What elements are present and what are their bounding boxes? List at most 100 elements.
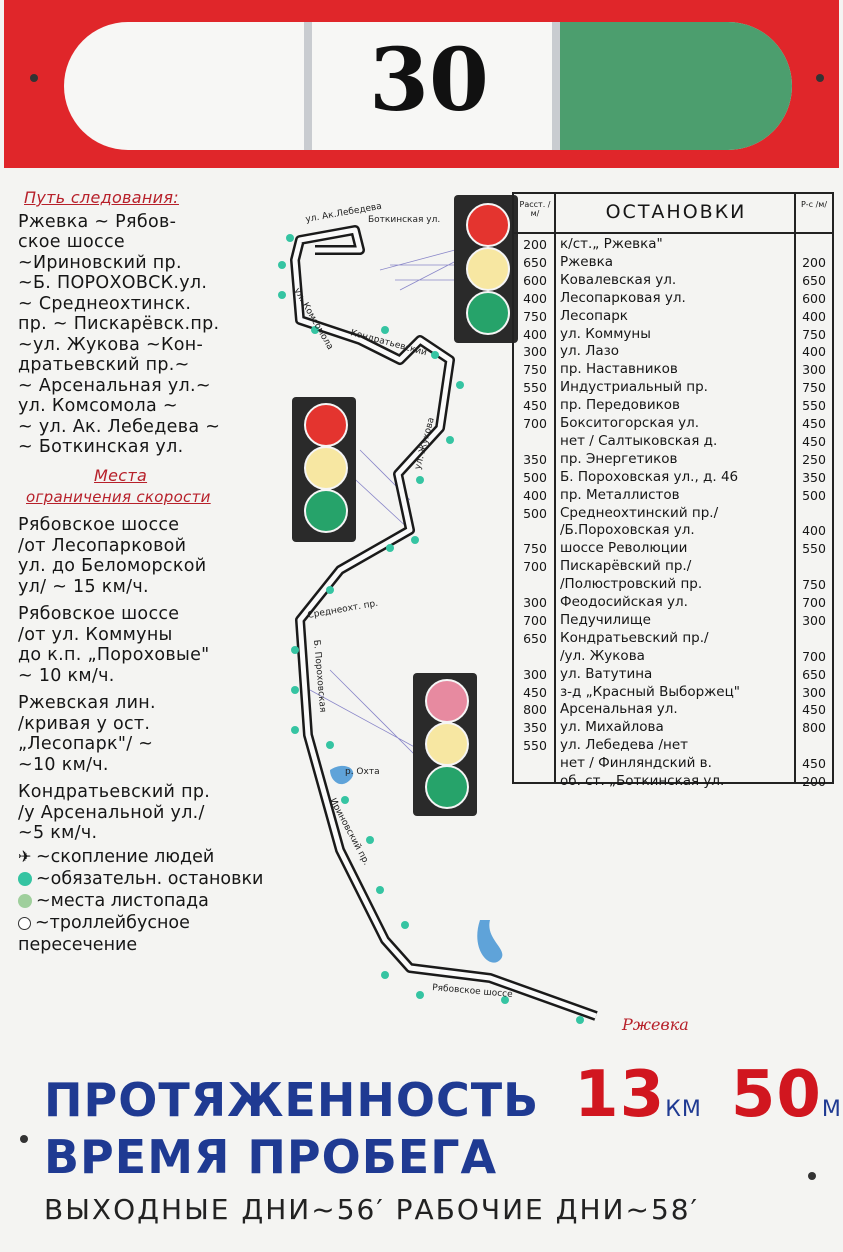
- stop-reverse-distance: 800: [802, 720, 826, 736]
- stop-name: об. ст. „Боткинская ул.: [560, 773, 725, 789]
- speed-item: Кондратьевский пр./у Арсенальной ул./~5 …: [18, 782, 211, 844]
- stop-name: /ул. Жукова: [560, 647, 645, 664]
- river-okhta: [477, 920, 503, 963]
- stop-reverse-distance: 600: [802, 290, 826, 306]
- legend-item: ~троллейбусное: [18, 912, 263, 934]
- stop-dots: [278, 234, 584, 1024]
- stop-reverse-distance: 200: [802, 254, 826, 270]
- stop-name: /Полюстровский пр.: [560, 576, 703, 593]
- svg-text:Б. Пороховская: Б. Пороховская: [311, 639, 327, 712]
- leaf-dot-icon: [18, 894, 32, 908]
- stop-name: Бокситогорская ул.: [560, 415, 700, 431]
- stop-reverse-distance: 200: [802, 774, 826, 789]
- green-stripe: [560, 22, 792, 150]
- col-dist-header: Расст. /м/: [519, 200, 551, 218]
- stop-name: /Б.Пороховская ул.: [560, 522, 695, 539]
- stop-row: 550 ул. Лебедева /нет: [514, 737, 832, 755]
- route-map: Боткинская ул. ул. Ак.Лебедева ул. Комсо…: [278, 202, 689, 1034]
- stop-name: нет / Финляндский в.: [560, 755, 712, 772]
- stop-distance: 400: [523, 487, 547, 503]
- stop-dot-icon: [18, 872, 32, 886]
- speed-item-line: /кривая у ост.: [18, 713, 151, 734]
- speed-item-line: „Лесопарк"/ ~: [18, 734, 154, 754]
- stop-reverse-distance: 700: [802, 595, 826, 610]
- path-section: Путь следования: Ржевка ~ Рябов-ское шос…: [18, 188, 220, 458]
- stop-reverse-distance: 650: [802, 666, 826, 682]
- path-line: ~ Среднеохтинск.: [18, 293, 192, 314]
- time-label: ВРЕМЯ ПРОБЕГА: [44, 1130, 498, 1184]
- screw-icon: [816, 74, 824, 82]
- stop-name: Среднеохтинский пр./: [560, 504, 719, 521]
- stop-reverse-distance: 300: [802, 612, 826, 628]
- stop-distance: 700: [523, 612, 547, 628]
- path-line: ское шоссе: [18, 232, 125, 252]
- stop-distance: 450: [523, 684, 547, 700]
- stop-distance: 400: [523, 326, 547, 342]
- stop-name: Лесопарк: [560, 307, 628, 324]
- stop-name: Педучилище: [560, 611, 651, 628]
- stop-name: Индустриальный пр.: [560, 379, 708, 396]
- stop-row: об. ст. „Боткинская ул. 200: [514, 773, 832, 791]
- stop-reverse-distance: 750: [802, 380, 826, 396]
- stop-distance: 200: [523, 237, 547, 252]
- stop-reverse-distance: 400: [802, 308, 826, 324]
- stop-name: ул. Лазо: [560, 343, 620, 360]
- stop-distance: 500: [523, 505, 547, 521]
- path-line: Ржевка ~ Рябов-: [18, 211, 177, 232]
- path-line: ~Б. ПОРОХОВСК.ул.: [18, 273, 208, 293]
- legend: ✈~скопление людей ~обязательн. остановки…: [18, 846, 263, 956]
- stop-distance: 750: [523, 308, 547, 324]
- stop-reverse-distance: 750: [802, 326, 826, 342]
- stop-reverse-distance: 300: [802, 362, 826, 378]
- stop-reverse-distance: 650: [802, 272, 826, 288]
- stop-name: Пискарёвский пр./: [560, 558, 692, 575]
- legend-item: пересечение: [18, 935, 138, 955]
- km-unit: КМ: [665, 1097, 702, 1122]
- stop-name: Арсенальная ул.: [560, 701, 678, 718]
- svg-text:Боткинская ул.: Боткинская ул.: [368, 215, 440, 225]
- stop-reverse-distance: 550: [802, 398, 826, 414]
- path-line: ~ Арсенальная ул.~: [18, 375, 211, 396]
- stop-name: пр. Наставников: [560, 361, 678, 378]
- stop-name: пр. Передовиков: [560, 397, 681, 414]
- stop-reverse-distance: 450: [802, 433, 826, 449]
- stop-row: 500 Среднеохтинский пр./: [514, 505, 832, 523]
- route-number: 30: [369, 30, 489, 131]
- screw-icon: [20, 1135, 28, 1143]
- speed-item-line: до к.п. „Пороховые": [18, 645, 210, 665]
- stop-distance: 800: [523, 702, 547, 718]
- stop-row: /Полюстровский пр. 750: [514, 576, 832, 594]
- legend-item: ~места листопада: [18, 890, 263, 912]
- stop-name: Ржевка: [560, 253, 613, 270]
- length-m: 50: [730, 1058, 822, 1132]
- speed-item-line: /от ул. Коммуны: [18, 624, 173, 645]
- stop-name: ул. Лебедева /нет: [560, 737, 688, 754]
- stop-row: нет / Салтыковская д.450: [514, 433, 832, 451]
- stop-distance: 350: [523, 720, 547, 736]
- stop-reverse-distance: 300: [802, 684, 826, 700]
- speed-item-line: /у Арсенальной ул./: [18, 802, 205, 823]
- traffic-light-icon: [413, 673, 477, 816]
- path-line: ~ Боткинская ул.: [18, 437, 184, 457]
- speed-item: Ржевская лин./кривая у ост.„Лесопарк"/ ~…: [18, 693, 211, 775]
- stop-distance: 550: [523, 738, 547, 754]
- stop-reverse-distance: 250: [802, 451, 826, 467]
- speed-item-line: ~5 км/ч.: [18, 823, 98, 843]
- speed-item-line: ул/ ~ 15 км/ч.: [18, 576, 149, 597]
- stop-reverse-distance: 750: [802, 577, 826, 593]
- stop-distance: 400: [523, 290, 547, 306]
- stop-row: нет / Финляндский в.450: [514, 755, 832, 773]
- stop-reverse-distance: 400: [802, 523, 826, 539]
